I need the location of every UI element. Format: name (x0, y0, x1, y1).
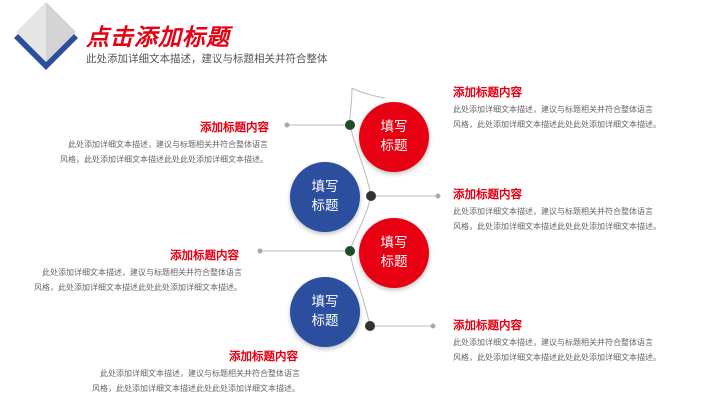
node-3: 填写标题 (359, 218, 429, 288)
node-3-line2: 标题 (380, 254, 408, 270)
logo-diamond-icon (14, 2, 78, 70)
node-1: 填写标题 (359, 102, 429, 172)
item-2-desc-line1: 此处添加详细文本描述，建议与标题相关并符合整体语言 (68, 140, 268, 149)
connector-dot (365, 321, 375, 331)
node-3-line1: 填写 (380, 235, 408, 251)
item-4-desc-line1: 此处添加详细文本描述，建议与标题相关并符合整体语言 (42, 268, 242, 277)
endpoint-dot (435, 193, 441, 199)
node-2: 填写标题 (290, 162, 360, 232)
node-4-line1: 填写 (311, 294, 339, 310)
item-6-desc-line2: 风格，此处添加详细文本描述此处此处添加详细文本描述。 (92, 384, 300, 393)
item-6-desc-line1: 此处添加详细文本描述，建议与标题相关并符合整体语言 (100, 369, 300, 378)
page-subtitle: 此处添加详细文本描述，建议与标题相关并符合整体 (86, 53, 328, 65)
item-3-title: 添加标题内容 (453, 187, 522, 201)
item-4-title: 添加标题内容 (170, 248, 239, 262)
connector-dot (366, 191, 376, 201)
node-2-line2: 标题 (311, 198, 339, 214)
item-1-desc-line1: 此处添加详细文本描述，建议与标题相关并符合整体语言 (453, 105, 653, 114)
item-5-title: 添加标题内容 (453, 318, 522, 332)
endpoint-dot (430, 323, 436, 329)
page-title: 点击添加标题 (86, 25, 230, 51)
item-1-desc-line2: 风格，此处添加详细文本描述此处此处添加详细文本描述。 (453, 120, 661, 129)
item-5-desc-line1: 此处添加详细文本描述，建议与标题相关并符合整体语言 (453, 338, 653, 347)
item-3-desc-line1: 此处添加详细文本描述，建议与标题相关并符合整体语言 (453, 207, 653, 216)
item-4-desc-line2: 风格，此处添加详细文本描述此处此处添加详细文本描述。 (34, 283, 242, 292)
item-2-desc-line2: 风格，此处添加详细文本描述此处此处添加详细文本描述。 (60, 155, 268, 164)
item-3-desc-line2: 风格，此处添加详细文本描述此处此处添加详细文本描述。 (453, 222, 661, 231)
item-1-title: 添加标题内容 (453, 85, 522, 99)
node-4: 填写标题 (290, 277, 360, 347)
node-1-line1: 填写 (380, 119, 408, 135)
item-6-title: 添加标题内容 (229, 349, 298, 363)
node-2-line1: 填写 (311, 179, 339, 195)
endpoint-dot (257, 248, 263, 254)
connector-dot (345, 120, 355, 130)
node-4-line2: 标题 (311, 313, 339, 329)
item-2-title: 添加标题内容 (200, 120, 269, 134)
endpoint-dot (284, 122, 290, 128)
node-1-line2: 标题 (380, 138, 408, 154)
connector-dot (345, 246, 355, 256)
item-5-desc-line2: 风格，此处添加详细文本描述此处此处添加详细文本描述。 (453, 353, 661, 362)
